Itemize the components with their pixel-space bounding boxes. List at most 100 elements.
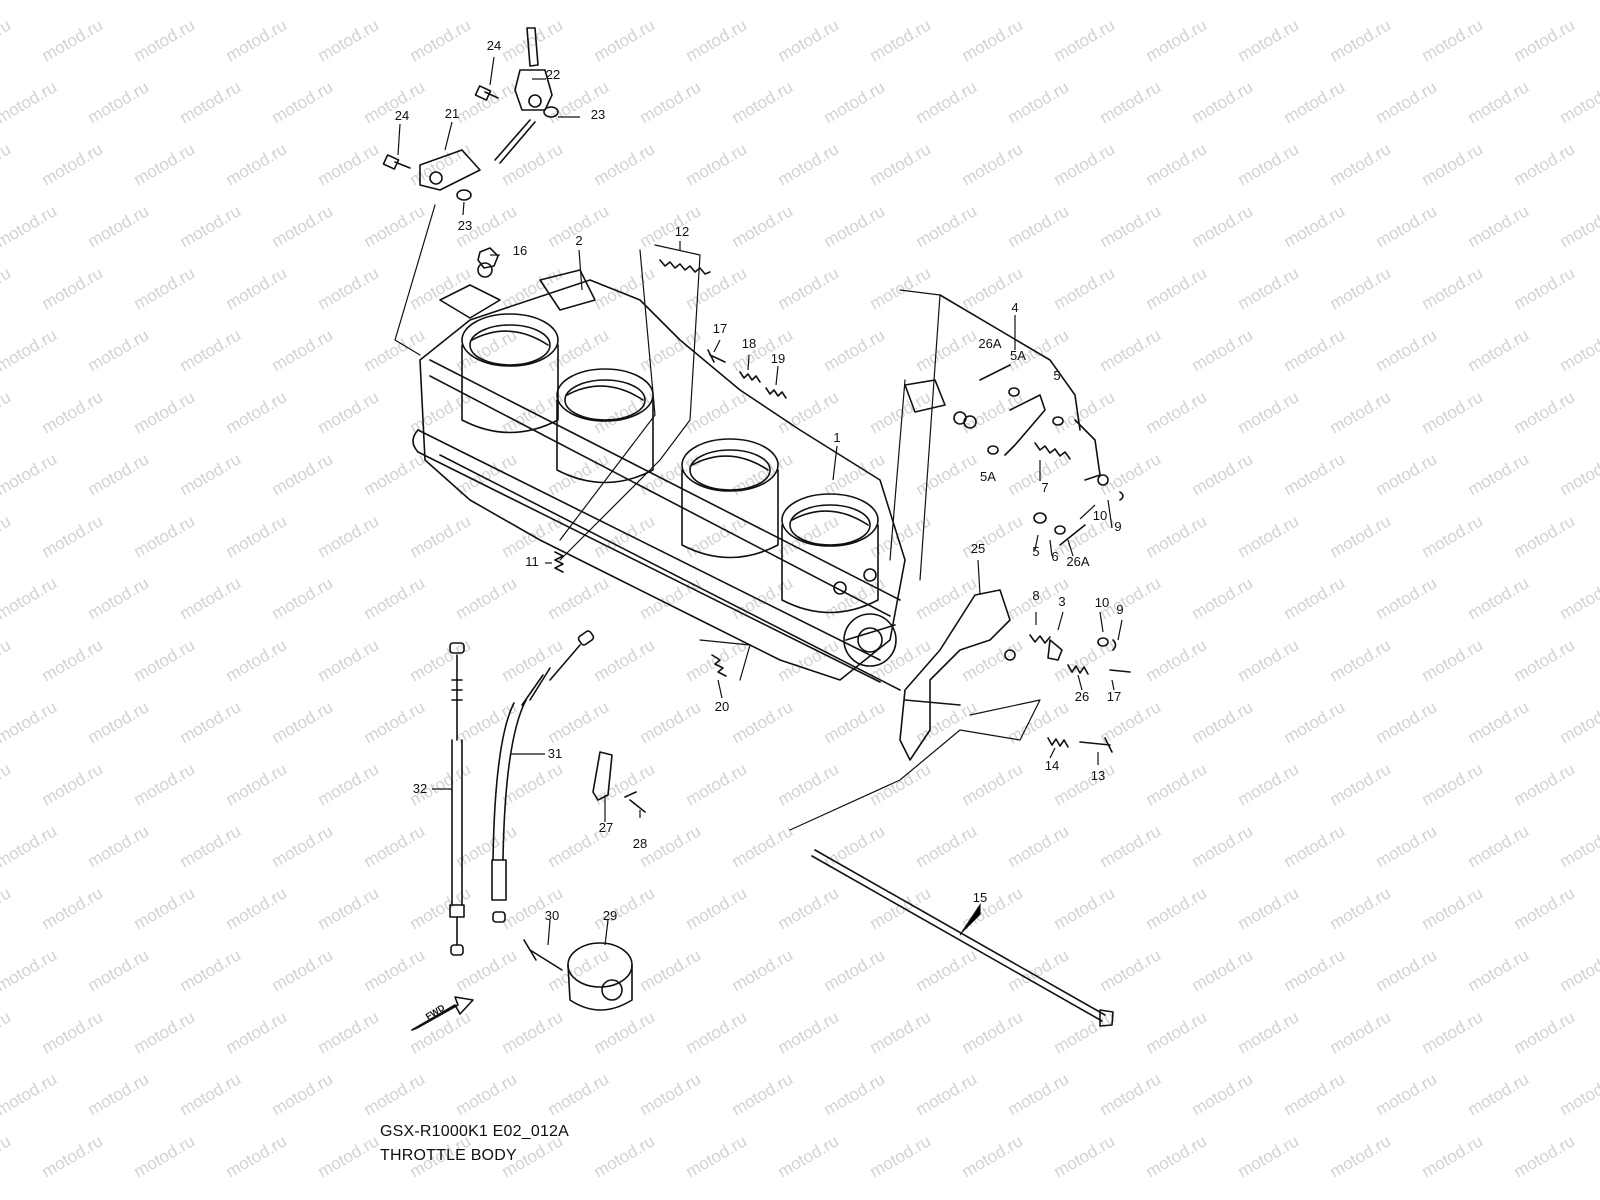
callout-27: 27 <box>599 820 613 835</box>
watermark-text: motod.ru <box>1189 0 1257 3</box>
callout-5: 5 <box>1032 544 1039 559</box>
screw-24-upper <box>474 85 499 101</box>
watermark-text: motod.ru <box>1189 573 1257 623</box>
watermark-text: motod.ru <box>683 387 751 437</box>
watermark-text: motod.ru <box>637 1069 705 1119</box>
watermark-text: motod.ru <box>1235 511 1303 561</box>
watermark-text: motod.ru <box>453 77 521 127</box>
watermark-text: motod.ru <box>315 1007 383 1057</box>
watermark-text: motod.ru <box>269 77 337 127</box>
watermark-text: motod.ru <box>1373 1069 1441 1119</box>
watermark-text: motod.ru <box>0 0 60 3</box>
watermark-text: motod.ru <box>1419 1131 1487 1181</box>
bracket-27 <box>592 751 613 801</box>
idle-knob-29 <box>567 942 633 1011</box>
callout-10: 10 <box>1095 595 1109 610</box>
watermark-text: motod.ru <box>177 325 245 375</box>
watermark-text: motod.ru <box>1281 325 1349 375</box>
watermark-text: motod.ru <box>821 945 889 995</box>
watermark-text: motod.ru <box>1511 759 1579 809</box>
watermark-text: motod.ru <box>1327 511 1395 561</box>
watermark-text: motod.ru <box>1419 759 1487 809</box>
watermark-text: motod.ru <box>1143 139 1211 189</box>
watermark-text: motod.ru <box>637 573 705 623</box>
watermark-text: motod.ru <box>683 1131 751 1181</box>
watermark-text: motod.ru <box>1327 139 1395 189</box>
watermark-text: motod.ru <box>499 263 567 313</box>
watermark-text: motod.ru <box>0 697 60 747</box>
watermark-text: motod.ru <box>867 15 935 65</box>
watermark-text: motod.ru <box>315 759 383 809</box>
watermark-text: motod.ru <box>1143 263 1211 313</box>
watermark-text: motod.ru <box>1051 1131 1119 1181</box>
watermark-text: motod.ru <box>0 449 60 499</box>
watermark-text: motod.ru <box>177 1069 245 1119</box>
watermark-text: motod.ru <box>821 1069 889 1119</box>
watermark-text: motod.ru <box>1419 635 1487 685</box>
watermark-text: motod.ru <box>959 635 1027 685</box>
watermark-text: motod.ru <box>821 697 889 747</box>
watermark-text: motod.ru <box>315 1131 383 1181</box>
callout-29: 29 <box>603 908 617 923</box>
fwd-arrow <box>411 996 474 1031</box>
watermark-text: motod.ru <box>269 449 337 499</box>
callout-9: 9 <box>1116 602 1123 617</box>
watermark-text: motod.ru <box>85 0 153 3</box>
watermark-text: motod.ru <box>1373 573 1441 623</box>
callout-5: 5 <box>1053 368 1060 383</box>
callout-26a: 26A <box>1066 554 1089 569</box>
watermark-text: motod.ru <box>1419 883 1487 933</box>
watermark-text: motod.ru <box>0 201 60 251</box>
watermark-text: motod.ru <box>269 945 337 995</box>
watermark-text: motod.ru <box>0 139 14 189</box>
watermark-text: motod.ru <box>591 387 659 437</box>
watermark-text: motod.ru <box>39 387 107 437</box>
callout-4: 4 <box>1011 300 1018 315</box>
watermark-text: motod.ru <box>729 325 797 375</box>
watermark-text: motod.ru <box>913 1069 981 1119</box>
watermark-text: motod.ru <box>499 15 567 65</box>
watermark-text: motod.ru <box>775 15 843 65</box>
watermark-text: motod.ru <box>1327 635 1395 685</box>
watermark-text: motod.ru <box>1235 263 1303 313</box>
watermark-text: motod.ru <box>315 883 383 933</box>
watermark-text: motod.ru <box>1465 697 1533 747</box>
watermark-text: motod.ru <box>1143 15 1211 65</box>
watermark-text: motod.ru <box>131 387 199 437</box>
watermark-text: motod.ru <box>1235 1131 1303 1181</box>
watermark-text: motod.ru <box>1281 1069 1349 1119</box>
spring-14 <box>1047 737 1069 748</box>
watermark-text: motod.ru <box>361 201 429 251</box>
callout-16: 16 <box>513 243 527 258</box>
watermark-text: motod.ru <box>959 1007 1027 1057</box>
watermark-text: motod.ru <box>913 201 981 251</box>
watermark-text: motod.ru <box>729 697 797 747</box>
watermark-text: motod.ru <box>683 15 751 65</box>
watermark-text: motod.ru <box>1511 1131 1579 1181</box>
watermark-text: motod.ru <box>1005 201 1073 251</box>
watermark-text: motod.ru <box>269 573 337 623</box>
watermark-text: motod.ru <box>1373 945 1441 995</box>
watermark-text: motod.ru <box>1097 449 1165 499</box>
watermark-text: motod.ru <box>223 263 291 313</box>
watermark-text: motod.ru <box>591 759 659 809</box>
callout-8: 8 <box>1032 588 1039 603</box>
callout-32: 32 <box>413 781 427 796</box>
watermark-text: motod.ru <box>591 635 659 685</box>
watermark-text: motod.ru <box>1005 1069 1073 1119</box>
screw-17-lower <box>1109 669 1131 673</box>
callout-1: 1 <box>833 430 840 445</box>
watermark-text: motod.ru <box>0 883 14 933</box>
watermark-text: motod.ru <box>867 263 935 313</box>
watermark-text: motod.ru <box>729 201 797 251</box>
watermark-text: motod.ru <box>1189 201 1257 251</box>
watermark-text: motod.ru <box>1189 945 1257 995</box>
watermark-text: motod.ru <box>39 139 107 189</box>
throttle-body-assembly <box>412 262 906 691</box>
watermark-text: motod.ru <box>1465 201 1533 251</box>
watermark-text: motod.ru <box>1143 511 1211 561</box>
watermark-text: motod.ru <box>1097 821 1165 871</box>
watermark-text: motod.ru <box>131 263 199 313</box>
callout-20: 20 <box>715 699 729 714</box>
